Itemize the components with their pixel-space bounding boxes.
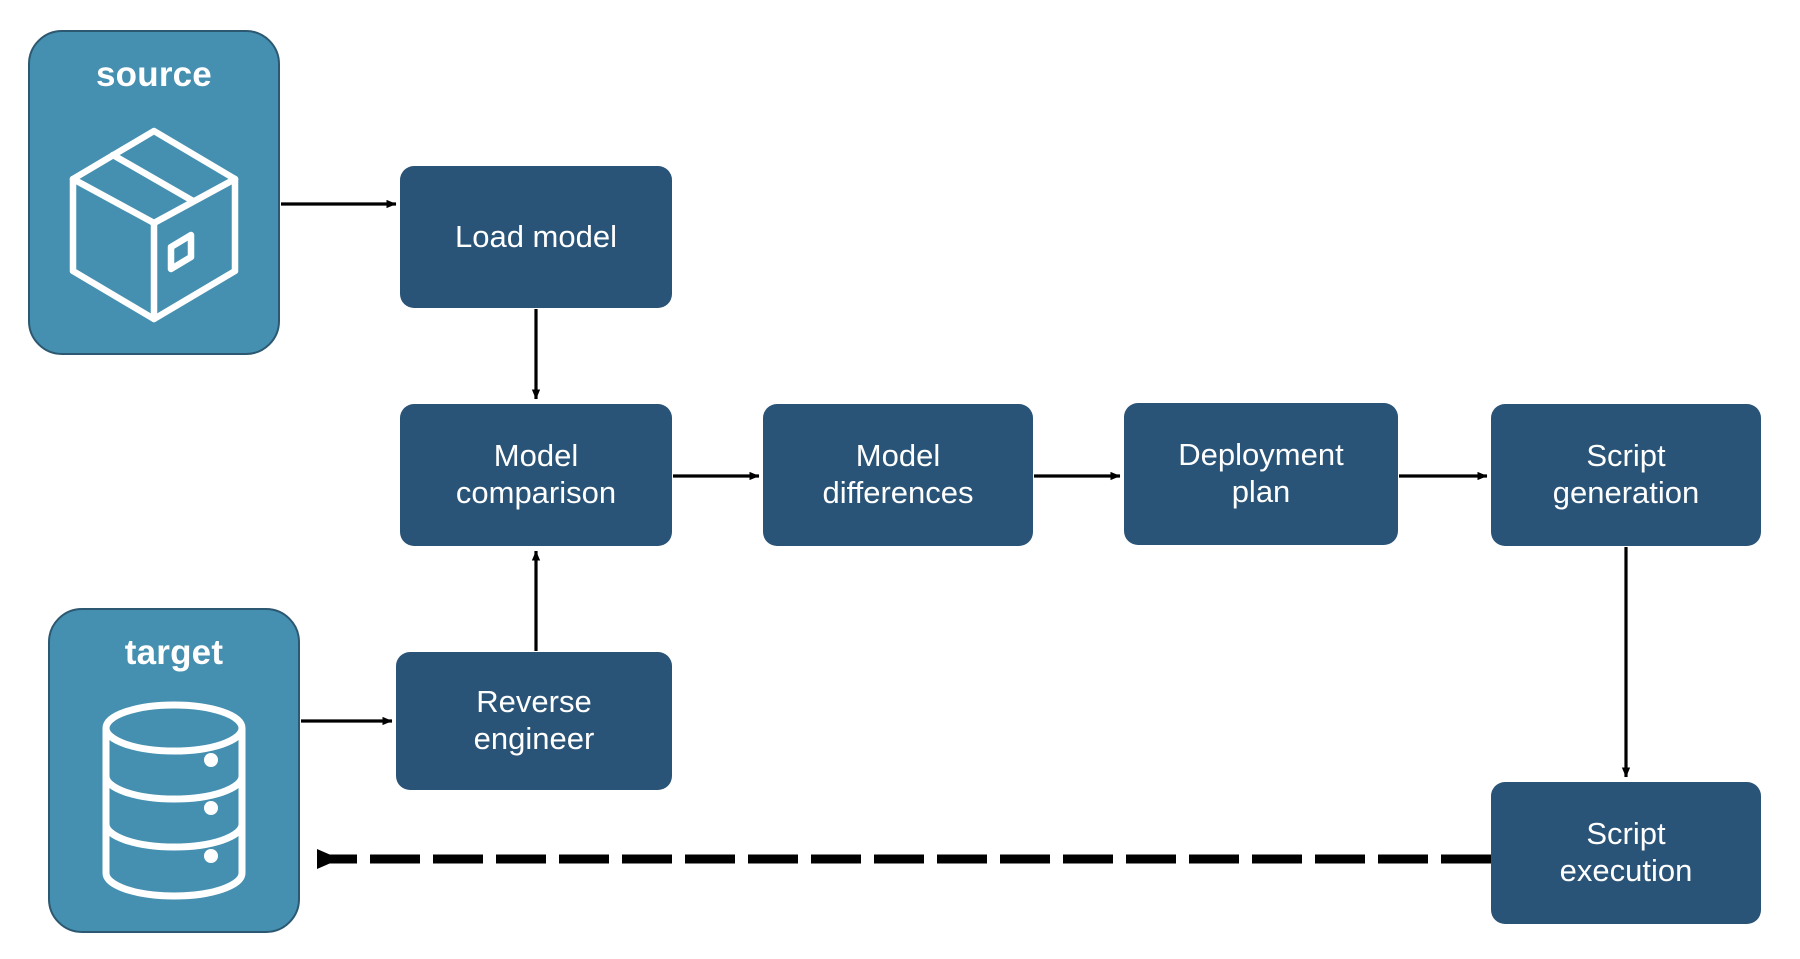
package-box-icon: [30, 92, 278, 353]
process-model-comparison-line1: Model: [493, 438, 579, 474]
process-script-execution-line1: Script: [1586, 816, 1666, 852]
process-model-comparison-line2: comparison: [455, 475, 617, 510]
endpoint-source[interactable]: source: [28, 30, 280, 355]
process-script-generation-line1: Script: [1586, 438, 1666, 474]
process-deployment-plan[interactable]: Deployment plan: [1124, 403, 1398, 545]
process-deployment-plan-line1: Deployment: [1178, 437, 1344, 473]
process-model-comparison[interactable]: Model comparison: [400, 404, 672, 546]
endpoint-source-label: source: [96, 55, 212, 94]
process-script-execution-line2: execution: [1559, 853, 1693, 888]
process-reverse-engineer[interactable]: Reverse engineer: [396, 652, 672, 790]
process-script-execution[interactable]: Script execution: [1491, 782, 1761, 924]
endpoint-target-label: target: [124, 633, 224, 672]
process-model-differences-line2: differences: [822, 475, 974, 510]
process-reverse-engineer-line1: Reverse: [476, 684, 592, 720]
process-load-model[interactable]: Load model: [400, 166, 672, 308]
process-load-model-line1: Load model: [454, 218, 617, 254]
database-cylinder-icon: [50, 670, 298, 931]
process-model-differences[interactable]: Model differences: [763, 404, 1033, 546]
endpoint-target[interactable]: target: [48, 608, 300, 933]
process-deployment-plan-line2: plan: [1231, 474, 1291, 509]
process-reverse-engineer-line2: engineer: [473, 721, 595, 756]
process-script-generation-line2: generation: [1552, 475, 1700, 510]
process-script-generation[interactable]: Script generation: [1491, 404, 1761, 546]
process-model-differences-line1: Model: [855, 438, 941, 474]
